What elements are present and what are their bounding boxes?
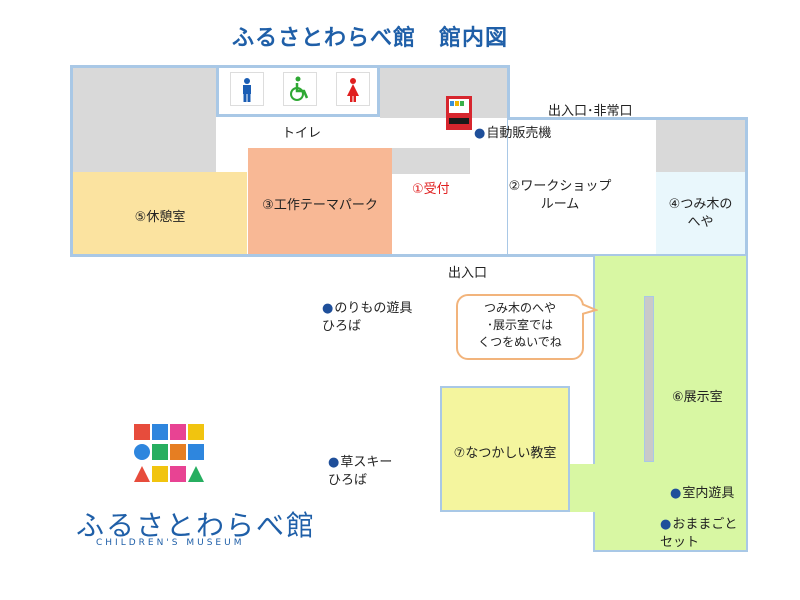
exhibition-label: ⑥展示室 (672, 390, 723, 405)
museum-logo-name: ふるさとわらべ館 (76, 509, 317, 542)
theme-park-label: ③工作テーマパーク (262, 198, 378, 213)
vending-machine-label: 自動販売機 (474, 122, 551, 141)
exhibition-partition (644, 296, 654, 462)
wall-block-left (73, 68, 216, 172)
wall-block-far-right (656, 120, 745, 172)
tsumiki-label: ④つみ木の へや (668, 197, 733, 230)
indoor-play-label: 室内遊具 (670, 482, 734, 501)
exhibition-connector (568, 464, 595, 512)
rest-room (73, 172, 247, 254)
vending-machine-icon (446, 96, 472, 134)
wall-block-reception (392, 148, 470, 174)
shoes-off-notice: つみ木のへや ･展示室では くつをぬいでね (456, 294, 584, 360)
vehicle-area-label: のりもの遊具 ひろば (322, 300, 412, 336)
female-restroom-icon (336, 72, 370, 106)
page-title: ふるさとわらべ館 館内図 (231, 26, 508, 51)
wall-block-right (380, 68, 507, 118)
toy-set-label: おままごと セット (660, 516, 737, 552)
accessible-restroom-icon (283, 72, 317, 106)
bubble-tail (582, 303, 598, 315)
classroom-label: ⑦なつかしい教室 (453, 446, 557, 461)
exhibition-room (593, 254, 748, 552)
entrance-label: 出入口 (448, 266, 488, 281)
workshop-label: ②ワークショップ ルーム (508, 179, 612, 212)
grass-ski-label: 草スキー ひろば (328, 454, 392, 490)
museum-logo-mark (132, 420, 222, 504)
male-restroom-icon (230, 72, 264, 106)
toilet-label: トイレ (282, 126, 322, 141)
tsumiki-room (656, 172, 745, 254)
reception-label: ①受付 (412, 182, 450, 197)
rest-room-label: ⑤休憩室 (134, 210, 186, 225)
theme-park-room (248, 148, 392, 254)
museum-logo-sub: CHILDREN'S MUSEUM (96, 538, 245, 548)
entrance-emergency-label: 出入口･非常口 (548, 104, 633, 119)
classroom (440, 386, 570, 512)
